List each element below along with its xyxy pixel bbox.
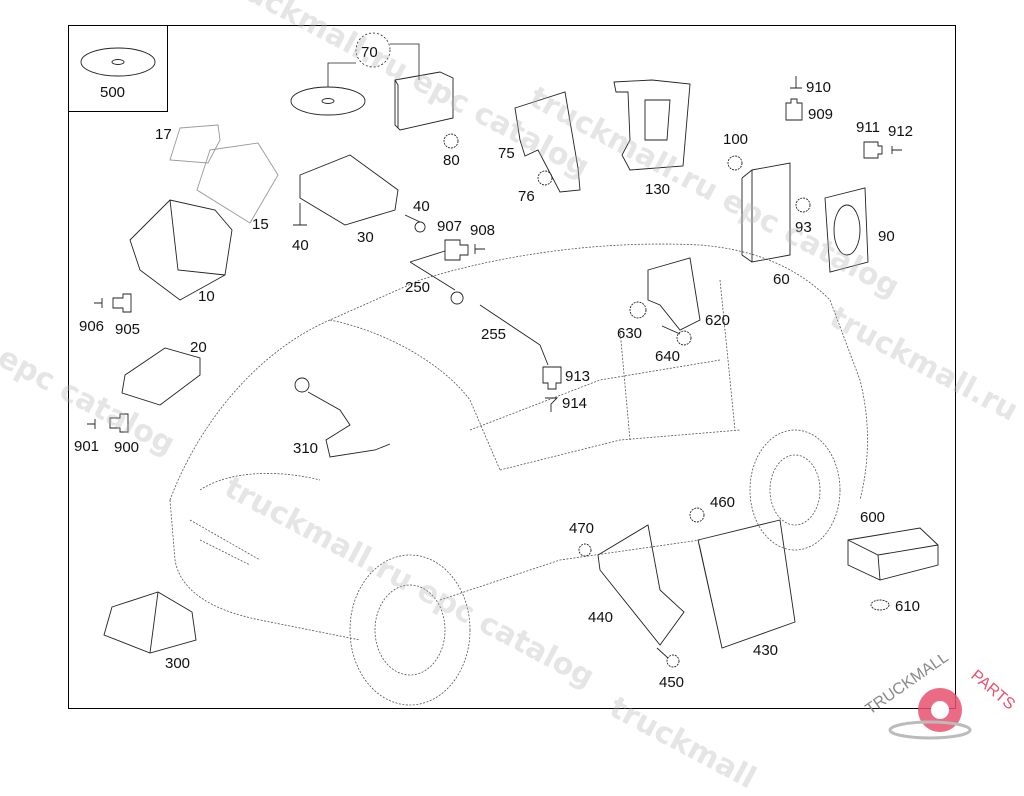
callout-70[interactable]: 70	[361, 44, 378, 61]
callout-17[interactable]: 17	[155, 126, 172, 143]
callout-450[interactable]: 450	[659, 674, 685, 691]
callout-630[interactable]: 630	[617, 325, 643, 342]
part-910-plug-icon	[790, 76, 802, 89]
callout-40b[interactable]: 40	[413, 198, 430, 215]
part-30-amplifier-icon	[299, 154, 399, 226]
part-500-disc-icon	[80, 47, 156, 77]
part-15-housing-icon	[196, 142, 279, 224]
callout-911[interactable]: 911	[856, 119, 880, 136]
part-914-plug-icon	[545, 397, 559, 412]
callout-610[interactable]: 610	[895, 598, 921, 615]
part-907-connector-icon	[444, 239, 469, 261]
part-76-grommet-icon	[537, 170, 553, 186]
vehicle-outline	[169, 243, 868, 706]
callout-914[interactable]: 914	[562, 395, 588, 412]
callout-912[interactable]: 912	[888, 123, 914, 140]
callout-460[interactable]: 460	[710, 494, 736, 511]
logo-text-parts: PARTS	[967, 667, 1018, 713]
callout-40a[interactable]: 40	[292, 237, 309, 254]
callout-250[interactable]: 250	[405, 279, 431, 296]
part-40-screw-icon	[293, 203, 307, 226]
callout-908[interactable]: 908	[470, 222, 496, 239]
callout-905[interactable]: 905	[115, 321, 141, 338]
callout-130[interactable]: 130	[645, 181, 671, 198]
part-470-grommet-icon	[578, 543, 592, 557]
inset-box-500	[68, 25, 168, 112]
callout-600[interactable]: 600	[860, 509, 886, 526]
part-901-plug-icon	[87, 419, 96, 429]
callout-80[interactable]: 80	[443, 152, 460, 169]
part-450-bolt-icon	[656, 647, 680, 668]
part-100-grommet-icon	[727, 155, 743, 171]
part-255-cable-icon	[479, 304, 549, 366]
callout-93[interactable]: 93	[795, 219, 812, 236]
part-906-plug-icon	[94, 298, 103, 308]
callout-300[interactable]: 300	[165, 655, 191, 672]
part-20-module-icon	[121, 347, 201, 406]
callout-60[interactable]: 60	[773, 271, 790, 288]
part-40-bolt-icon	[404, 214, 426, 233]
callout-900[interactable]: 900	[114, 439, 140, 456]
callout-75[interactable]: 75	[498, 145, 515, 162]
callout-470[interactable]: 470	[569, 520, 595, 537]
part-90-bracket-icon	[824, 187, 869, 273]
part-130-bracket-icon	[613, 79, 691, 171]
part-10-radio-icon	[129, 199, 233, 301]
part-70-disc-icon	[290, 86, 366, 116]
part-93-grommet-icon	[795, 197, 811, 213]
part-17-plate-icon	[169, 124, 221, 164]
callout-90[interactable]: 90	[878, 228, 895, 245]
callout-640[interactable]: 640	[655, 348, 681, 365]
callout-910[interactable]: 910	[806, 79, 832, 96]
callout-310[interactable]: 310	[293, 440, 319, 457]
callout-500[interactable]: 500	[100, 84, 126, 101]
callout-30[interactable]: 30	[357, 229, 374, 246]
parts-drawing	[80, 32, 939, 706]
diagram-frame	[68, 25, 956, 709]
callout-907[interactable]: 907	[437, 218, 463, 235]
callout-906[interactable]: 906	[79, 318, 105, 335]
part-70-module-icon	[394, 71, 454, 131]
part-75-bracket-icon	[514, 91, 581, 193]
part-911-connector-icon	[863, 141, 883, 159]
callout-20[interactable]: 20	[190, 339, 207, 356]
part-440-bracket-icon	[597, 524, 685, 646]
part-300-box-icon	[103, 591, 197, 654]
part-640-bolt-icon	[661, 325, 692, 346]
callout-913[interactable]: 913	[565, 368, 591, 385]
part-620-bracket-icon	[647, 257, 701, 331]
truckmall-parts-logo: TRUCKMALL PARTS	[855, 649, 1024, 750]
part-310-cable-icon	[294, 377, 391, 458]
callout-909[interactable]: 909	[808, 106, 834, 123]
callout-440[interactable]: 440	[588, 609, 614, 626]
callout-255[interactable]: 255	[481, 326, 507, 343]
part-630-grommet-icon	[629, 301, 647, 319]
callout-100[interactable]: 100	[723, 131, 749, 148]
part-250-cable-icon	[409, 250, 464, 305]
part-913-connector-icon	[542, 366, 562, 390]
part-909-connector-icon	[785, 98, 803, 121]
part-80-grommet-icon	[443, 133, 459, 149]
part-430-unit-icon	[697, 519, 796, 649]
gear-logo-icon: TRUCKMALL PARTS	[863, 649, 1018, 740]
callout-430[interactable]: 430	[753, 642, 779, 659]
callout-620[interactable]: 620	[705, 312, 731, 329]
callout-70-bracket-icon	[327, 32, 420, 87]
callout-15[interactable]: 15	[252, 216, 269, 233]
part-60-unit-icon	[741, 162, 791, 263]
part-600-box-icon	[847, 527, 939, 581]
part-460-nut-icon	[689, 507, 705, 523]
callout-10[interactable]: 10	[198, 288, 215, 305]
callout-901[interactable]: 901	[74, 438, 100, 455]
part-912-plug-icon	[891, 146, 902, 154]
part-908-plug-icon	[474, 244, 485, 254]
part-905-connector-icon	[112, 293, 132, 313]
callout-76[interactable]: 76	[518, 188, 535, 205]
part-900-connector-icon	[109, 413, 129, 433]
part-610-grommet-icon	[870, 599, 890, 611]
